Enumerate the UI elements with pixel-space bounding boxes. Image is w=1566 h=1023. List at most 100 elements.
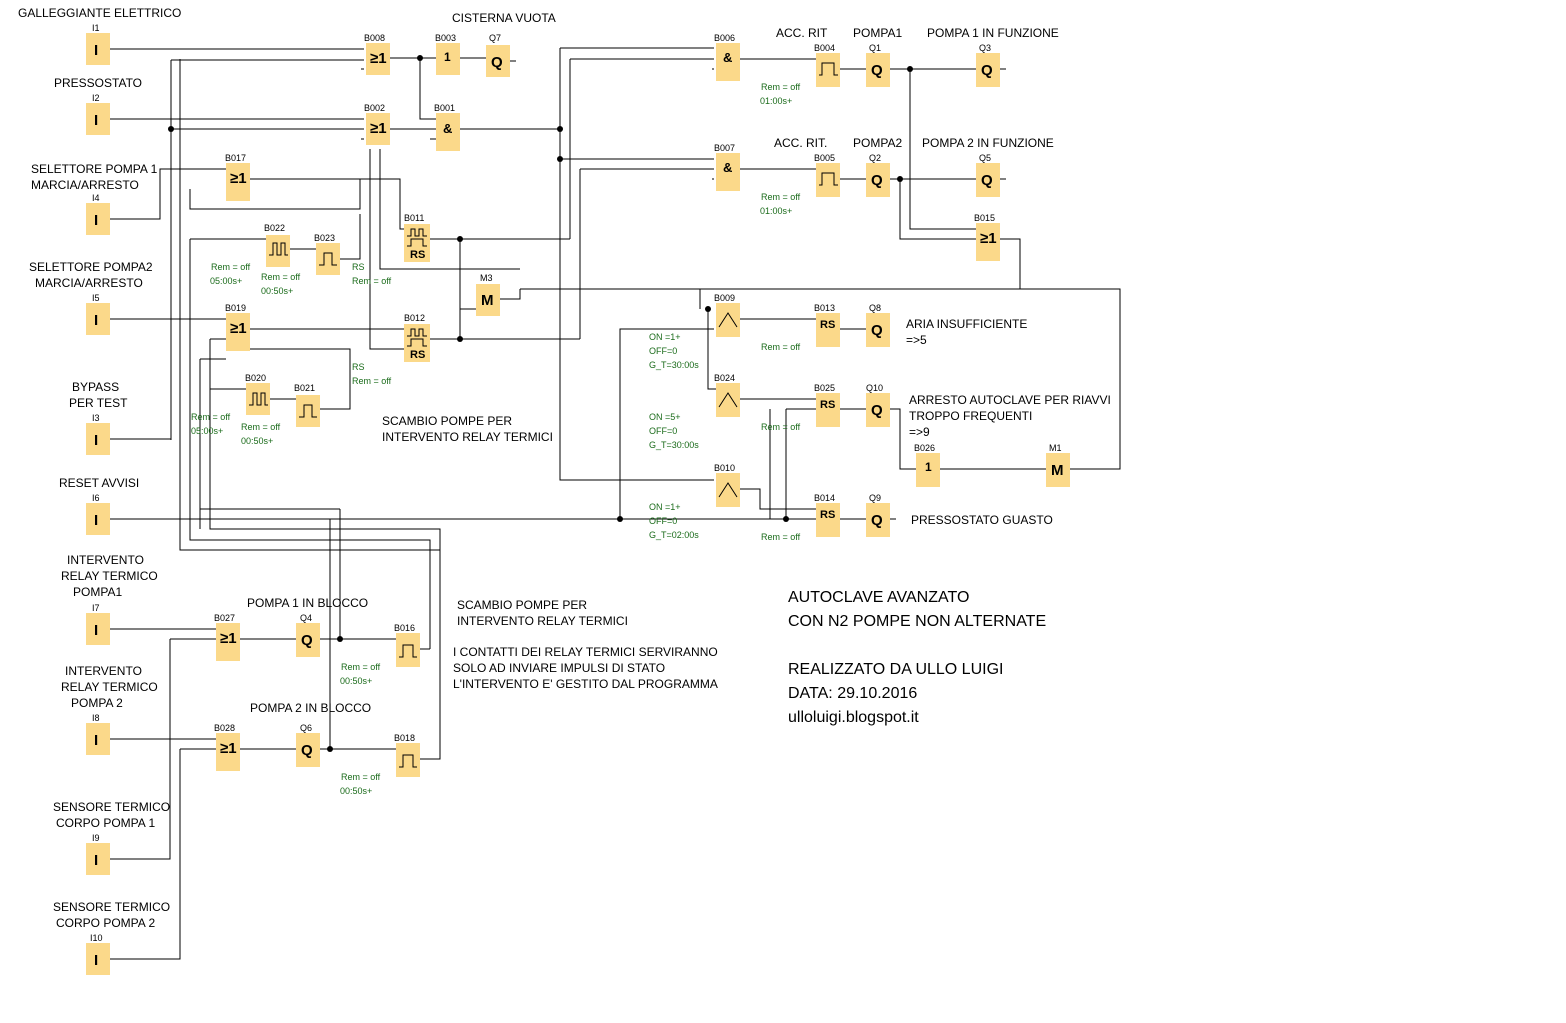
output-q9: Q9 Q PRESSOSTATO GUASTO	[866, 493, 1053, 537]
svg-text:RS: RS	[820, 399, 835, 411]
input-i3: BYPASS PER TEST I3 I	[69, 380, 128, 455]
svg-text:POMPA1: POMPA1	[73, 585, 122, 599]
svg-text:B012: B012	[404, 313, 425, 323]
svg-text:I: I	[94, 432, 98, 449]
svg-text:Rem = off: Rem = off	[761, 532, 801, 542]
svg-text:RELAY TERMICO: RELAY TERMICO	[61, 680, 158, 694]
svg-text:Q1: Q1	[869, 43, 881, 53]
svg-text:Rem = off: Rem = off	[211, 262, 251, 272]
svg-text:I: I	[94, 512, 98, 529]
svg-text:Rem = off: Rem = off	[191, 412, 231, 422]
svg-text:B018: B018	[394, 733, 415, 743]
svg-text:ARIA INSUFFICIENTE: ARIA INSUFFICIENTE	[906, 317, 1027, 331]
svg-text:RS: RS	[820, 319, 835, 331]
svg-text:B011: B011	[404, 213, 424, 223]
input-i1: GALLEGGIANTE ELETTRICO I1 I	[18, 6, 181, 65]
svg-text:POMPA1: POMPA1	[853, 26, 902, 40]
svg-text:MARCIA/ARRESTO: MARCIA/ARRESTO	[35, 276, 143, 290]
svg-text:RS: RS	[410, 349, 425, 361]
svg-text:INTERVENTO: INTERVENTO	[67, 553, 144, 567]
svg-text:Q: Q	[491, 54, 503, 71]
svg-text:B004: B004	[814, 43, 835, 53]
svg-text:B003: B003	[435, 33, 456, 43]
svg-text:GALLEGGIANTE ELETTRICO: GALLEGGIANTE ELETTRICO	[18, 6, 181, 20]
svg-text:B009: B009	[714, 293, 735, 303]
block-b023: B023 Rem = off 00:50s+	[261, 233, 340, 296]
svg-text:I10: I10	[90, 933, 103, 943]
svg-text:00:50s+: 00:50s+	[340, 676, 372, 686]
block-b017: B017 ≥1	[225, 153, 250, 201]
svg-text:POMPA2: POMPA2	[853, 136, 902, 150]
block-b022: B022 Rem = off 05:00s+	[210, 223, 290, 286]
svg-text:RS: RS	[352, 262, 365, 272]
svg-text:Q3: Q3	[979, 43, 991, 53]
svg-text:B021: B021	[294, 383, 315, 393]
svg-text:I: I	[94, 112, 98, 129]
input-i6: RESET AVVISI I6 I	[59, 476, 139, 535]
svg-text:Rem = off: Rem = off	[761, 82, 801, 92]
output-q4: POMPA 1 IN BLOCCO Q4 Q	[247, 596, 368, 657]
note-scambio-2: SCAMBIO POMPE PER INTERVENTO RELAY TERMI…	[457, 598, 628, 628]
input-i8: INTERVENTO RELAY TERMICO POMPA 2 I8 I	[61, 664, 158, 755]
svg-text:I: I	[94, 852, 98, 869]
svg-text:≥1: ≥1	[980, 230, 997, 247]
svg-text:Q: Q	[301, 632, 313, 649]
svg-text:&: &	[723, 50, 732, 65]
svg-text:OFF=0: OFF=0	[649, 516, 677, 526]
note-scambio-1: SCAMBIO POMPE PER INTERVENTO RELAY TERMI…	[382, 414, 553, 444]
output-q10: Q10 Q ARRESTO AUTOCLAVE PER RIAVVI TROPP…	[866, 383, 1111, 439]
svg-text:AUTOCLAVE AVANZATO: AUTOCLAVE AVANZATO	[788, 589, 969, 606]
block-b025: B025 RS Rem = off	[761, 383, 840, 432]
block-b014: B014 RS Rem = off	[761, 493, 840, 542]
svg-text:B015: B015	[974, 213, 995, 223]
output-q3: POMPA 1 IN FUNZIONE Q3 Q	[927, 26, 1059, 87]
svg-text:Rem = off: Rem = off	[341, 772, 381, 782]
svg-text:Q10: Q10	[866, 383, 883, 393]
block-b001: B001 &	[434, 103, 460, 151]
svg-text:Q2: Q2	[869, 153, 881, 163]
svg-text:Q: Q	[981, 62, 993, 79]
svg-text:I4: I4	[92, 193, 100, 203]
block-b011: B011 RS RS Rem = off	[352, 213, 430, 286]
svg-text:&: &	[443, 121, 452, 136]
output-q2: POMPA2 Q2 Q	[853, 136, 902, 197]
block-b008: B008 ≥1	[364, 33, 390, 75]
svg-text:B013: B013	[814, 303, 835, 313]
svg-text:MARCIA/ARRESTO: MARCIA/ARRESTO	[31, 178, 139, 192]
svg-text:L'INTERVENTO E' GESTITO DAL PR: L'INTERVENTO E' GESTITO DAL PROGRAMMA	[453, 677, 718, 691]
input-i7: INTERVENTO RELAY TERMICO POMPA1 I7 I	[61, 553, 158, 645]
block-b016: B016 Rem = off 00:50s+	[340, 623, 420, 686]
svg-text:REALIZZATO DA ULLO LUIGI: REALIZZATO DA ULLO LUIGI	[788, 661, 1003, 678]
svg-text:&: &	[723, 160, 732, 175]
svg-text:≥1: ≥1	[220, 740, 237, 757]
svg-text:RELAY TERMICO: RELAY TERMICO	[61, 569, 158, 583]
svg-text:Rem = off: Rem = off	[261, 272, 301, 282]
svg-text:RS: RS	[352, 362, 365, 372]
svg-text:I5: I5	[92, 293, 100, 303]
input-i2: PRESSOSTATO I2 I	[54, 76, 142, 135]
svg-text:Rem = off: Rem = off	[761, 342, 801, 352]
block-b028: B028 ≥1	[214, 723, 240, 771]
svg-text:≥1: ≥1	[370, 50, 387, 67]
svg-text:Q: Q	[871, 62, 883, 79]
svg-text:PER TEST: PER TEST	[69, 396, 128, 410]
svg-text:≥1: ≥1	[220, 630, 237, 647]
svg-text:B005: B005	[814, 153, 835, 163]
svg-text:CORPO POMPA 1: CORPO POMPA 1	[56, 816, 155, 830]
svg-text:SELETTORE POMPA2: SELETTORE POMPA2	[29, 260, 153, 274]
svg-text:CON N2 POMPE NON ALTERNATE: CON N2 POMPE NON ALTERNATE	[788, 613, 1046, 630]
svg-text:PRESSOSTATO GUASTO: PRESSOSTATO GUASTO	[911, 513, 1053, 527]
svg-text:INTERVENTO RELAY TERMICI: INTERVENTO RELAY TERMICI	[382, 430, 553, 444]
svg-text:Q: Q	[871, 402, 883, 419]
svg-text:Rem = off: Rem = off	[352, 276, 392, 286]
svg-text:1: 1	[444, 50, 451, 64]
svg-text:B019: B019	[225, 303, 246, 313]
svg-text:ARRESTO AUTOCLAVE PER RIAVVI: ARRESTO AUTOCLAVE PER RIAVVI	[909, 393, 1111, 407]
svg-text:I: I	[94, 952, 98, 969]
svg-text:M3: M3	[480, 273, 493, 283]
svg-text:ACC. RIT.: ACC. RIT.	[774, 136, 827, 150]
svg-text:I9: I9	[92, 833, 100, 843]
svg-text:I7: I7	[92, 603, 100, 613]
svg-text:Rem = off: Rem = off	[352, 376, 392, 386]
svg-text:SENSORE TERMICO: SENSORE TERMICO	[53, 900, 170, 914]
